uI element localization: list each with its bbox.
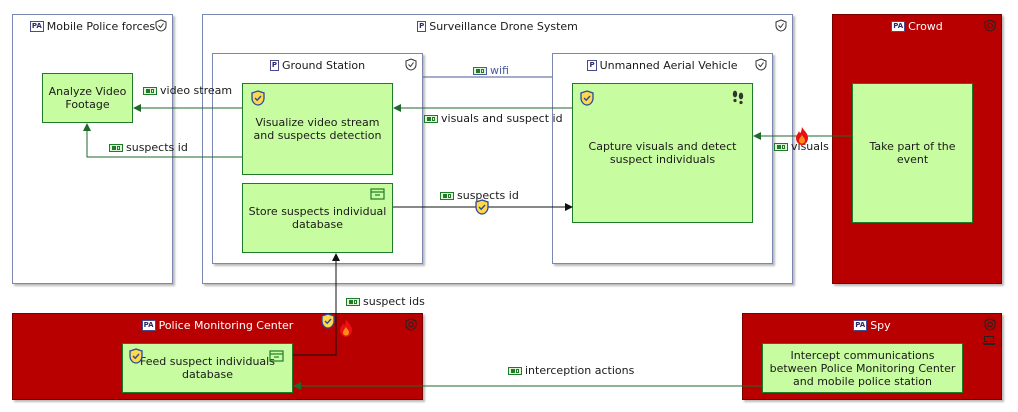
function-take-part-of-event[interactable]: Take part of the event [852,83,973,223]
component-title: Ground Station [282,59,366,72]
function-label: Analyze Video Footage [48,85,127,111]
shield-icon [405,58,417,71]
database-icon [269,350,284,362]
system-badge: P [417,21,427,32]
functional-exchange-icon [774,142,788,151]
actor-badge: PA [141,320,156,331]
exchange-line-suspect-ids [293,253,340,356]
computer-icon [983,336,995,345]
exchange-label-suspect-ids[interactable]: suspect ids [346,295,425,308]
threat-shield-icon [405,318,417,331]
actor-title: Police Monitoring Center [158,319,294,332]
exchange-label-wifi[interactable]: wifi [473,64,509,77]
function-label: Capture visuals and detect suspect indiv… [588,140,737,166]
function-visualize-video-stream[interactable]: Visualize video stream and suspects dete… [242,83,393,175]
functional-exchange-icon [346,297,360,306]
shield-icon [755,58,767,71]
function-analyze-video-footage[interactable]: Analyze Video Footage [42,73,133,123]
actor-title: Spy [870,319,891,332]
exchange-line-suspects-id-left [83,123,242,158]
function-label: Visualize video stream and suspects dete… [253,116,382,142]
exchange-label-suspects-id-left[interactable]: suspects id [109,141,188,154]
database-icon [370,188,385,200]
security-shield-icon [129,348,143,364]
threat-shield-icon [984,318,996,331]
exchange-label-interception-actions[interactable]: interception actions [508,364,634,377]
function-intercept-communications[interactable]: Intercept communications between Police … [762,343,963,393]
function-label: Take part of the event [869,140,956,166]
exchange-label-suspects-id-mid[interactable]: suspects id [440,189,519,202]
actor-badge: PA [853,320,868,331]
function-label: Feed suspect individuals database [140,355,275,381]
function-capture-visuals[interactable]: Capture visuals and detect suspect indiv… [572,83,753,223]
function-label: Intercept communications between Police … [769,348,956,388]
functional-exchange-icon [424,114,438,123]
function-label: Store suspects individual database [248,205,387,231]
exchange-label-video-stream[interactable]: video stream [143,84,232,97]
functional-exchange-icon [143,86,157,95]
system-badge: P [269,60,280,71]
flame-icon [340,319,352,337]
security-shield-icon [321,313,335,329]
component-title: Unmanned Aerial Vehicle [599,59,738,72]
function-feed-suspect-database[interactable]: Feed suspect individuals database [122,343,293,393]
function-store-suspects-database[interactable]: Store suspects individual database [242,183,393,253]
functional-exchange-icon [508,366,522,375]
actor-title: Mobile Police forces [46,20,156,33]
security-shield-icon [580,90,594,106]
shield-icon [775,19,787,32]
actor-title: Crowd [908,20,943,33]
shield-icon [155,19,167,32]
threat-shield-icon [984,19,996,32]
actor-badge: PA [29,21,44,32]
exchange-label-visuals-and-suspect-id[interactable]: visuals and suspect id [424,112,563,125]
actor-title: Surveillance Drone System [429,20,578,33]
functional-exchange-icon [440,191,454,200]
footprints-icon [732,90,744,105]
system-badge: P [587,60,597,71]
security-shield-icon [251,90,265,106]
actor-badge: PA [891,21,906,32]
functional-exchange-icon [109,143,123,152]
flame-icon [796,127,808,145]
security-shield-icon [475,199,489,215]
physical-link-icon [473,66,487,75]
